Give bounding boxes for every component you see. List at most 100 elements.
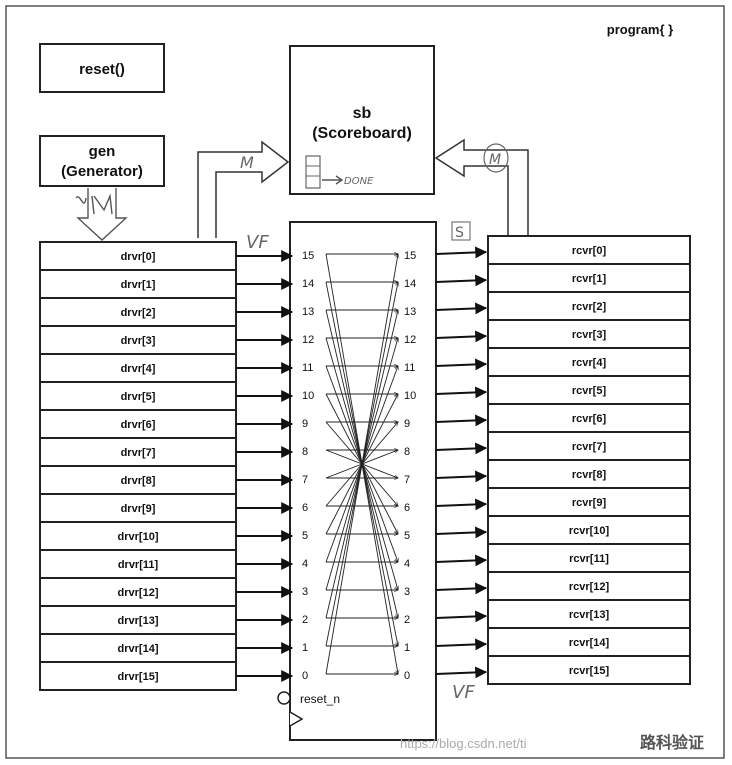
watermark-brand: 路科验证 xyxy=(640,733,704,752)
receiver-row: rcvr[7] xyxy=(435,431,691,461)
output-port-number: 5 xyxy=(404,530,410,542)
scoreboard-queue-icon xyxy=(305,155,321,189)
driver-label: drvr[5] xyxy=(121,391,156,403)
driver-label: drvr[3] xyxy=(121,335,156,347)
input-port-number: 7 xyxy=(302,474,308,486)
receiver-box xyxy=(487,319,691,349)
driver-label: drvr[11] xyxy=(118,559,159,571)
receiver-label: rcvr[8] xyxy=(572,469,607,481)
receiver-output-arrow xyxy=(435,246,488,259)
driver-box xyxy=(39,633,237,663)
driver-row: drvr[8] xyxy=(39,465,294,495)
receiver-label: rcvr[2] xyxy=(572,301,607,313)
receiver-output-arrow xyxy=(435,302,488,315)
driver-label: drvr[14] xyxy=(118,643,159,655)
receiver-label: rcvr[12] xyxy=(569,581,610,593)
driver-label: drvr[2] xyxy=(121,307,156,319)
receiver-output-arrow xyxy=(435,386,488,399)
generator-name: gen xyxy=(89,143,116,160)
output-port-number: 11 xyxy=(404,362,415,374)
receiver-box xyxy=(487,571,691,601)
reset-n-bubble xyxy=(277,691,291,705)
input-port-number: 9 xyxy=(302,418,308,430)
driver-row: drvr[12] xyxy=(39,577,294,607)
input-port-number: 1 xyxy=(302,642,308,654)
driver-row: drvr[10] xyxy=(39,521,294,551)
output-port-number: 7 xyxy=(404,474,410,486)
s-handwritten-mark: S xyxy=(455,225,464,241)
output-port-number: 6 xyxy=(404,502,410,514)
receiver-output-arrow xyxy=(435,582,488,595)
driver-label: drvr[15] xyxy=(118,671,159,683)
input-port-number: 6 xyxy=(302,502,308,514)
receiver-box xyxy=(487,655,691,685)
receiver-row: rcvr[1] xyxy=(435,263,691,293)
driver-row: drvr[1] xyxy=(39,269,294,299)
driver-row: drvr[15] xyxy=(39,661,294,691)
driver-label: drvr[10] xyxy=(118,531,159,543)
driver-box xyxy=(39,549,237,579)
output-port-number: 14 xyxy=(404,278,416,290)
output-port-number: 0 xyxy=(404,670,410,682)
receiver-to-scoreboard-arrow xyxy=(434,138,529,236)
vf-bottom-handwritten-mark: VF xyxy=(452,682,475,703)
driver-row: drvr[3] xyxy=(39,325,294,355)
receiver-output-arrow xyxy=(435,414,488,427)
driver-box xyxy=(39,577,237,607)
driver-box xyxy=(39,325,237,355)
driver-to-scoreboard-arrow xyxy=(197,140,290,238)
gen-handwritten-mark xyxy=(75,193,113,215)
receiver-row: rcvr[5] xyxy=(435,375,691,405)
input-port-number: 14 xyxy=(302,278,314,290)
receiver-label: rcvr[7] xyxy=(572,441,607,453)
input-port-number: 2 xyxy=(302,614,308,626)
input-port-number: 12 xyxy=(302,334,314,346)
receiver-row: rcvr[3] xyxy=(435,319,691,349)
vf-top-handwritten-mark: VF xyxy=(246,232,269,253)
receiver-box xyxy=(487,431,691,461)
driver-label: drvr[1] xyxy=(121,279,156,291)
receiver-row: rcvr[10] xyxy=(435,515,691,545)
watermark-url: https://blog.csdn.net/ti xyxy=(400,736,527,751)
receiver-output-arrow xyxy=(435,526,488,539)
router-reset-label: reset_n xyxy=(300,692,340,706)
input-port-number: 13 xyxy=(302,306,314,318)
generator-block: gen (Generator) xyxy=(39,135,165,187)
generator-subtitle: (Generator) xyxy=(61,163,143,180)
receiver-label: rcvr[1] xyxy=(572,273,607,285)
driver-box xyxy=(39,437,237,467)
output-port-number: 13 xyxy=(404,306,416,318)
clock-triangle xyxy=(289,711,304,727)
driver-label: drvr[0] xyxy=(121,251,156,263)
receiver-row: rcvr[12] xyxy=(435,571,691,601)
scoreboard-block: sb (Scoreboard) DONE xyxy=(289,45,435,195)
receiver-label: rcvr[15] xyxy=(569,665,610,677)
output-port-number: 12 xyxy=(404,334,416,346)
driver-box xyxy=(39,605,237,635)
driver-row: drvr[6] xyxy=(39,409,294,439)
crossbar-path xyxy=(325,254,398,675)
driver-box xyxy=(39,661,237,691)
receiver-label: rcvr[13] xyxy=(569,609,610,621)
input-port-number: 3 xyxy=(302,586,308,598)
receiver-output-arrow xyxy=(435,442,488,455)
receiver-label: rcvr[11] xyxy=(569,553,609,565)
driver-row: drvr[14] xyxy=(39,633,294,663)
driver-row: drvr[13] xyxy=(39,605,294,635)
receiver-output-arrow xyxy=(435,470,488,483)
driver-label: drvr[6] xyxy=(121,419,156,431)
receiver-label: rcvr[6] xyxy=(572,413,607,425)
input-port-number: 0 xyxy=(302,670,308,682)
receiver-label: rcvr[9] xyxy=(572,497,607,509)
receiver-output-arrow xyxy=(435,638,488,651)
input-port-number: 5 xyxy=(302,530,308,542)
receiver-label: rcvr[3] xyxy=(572,329,607,341)
scoreboard-name: sb xyxy=(353,105,372,122)
receiver-row: rcvr[13] xyxy=(435,599,691,629)
driver-label: drvr[12] xyxy=(118,587,159,599)
driver-box xyxy=(39,521,237,551)
input-port-number: 15 xyxy=(302,250,314,262)
scoreboard-subtitle: (Scoreboard) xyxy=(312,125,412,142)
driver-box xyxy=(39,409,237,439)
